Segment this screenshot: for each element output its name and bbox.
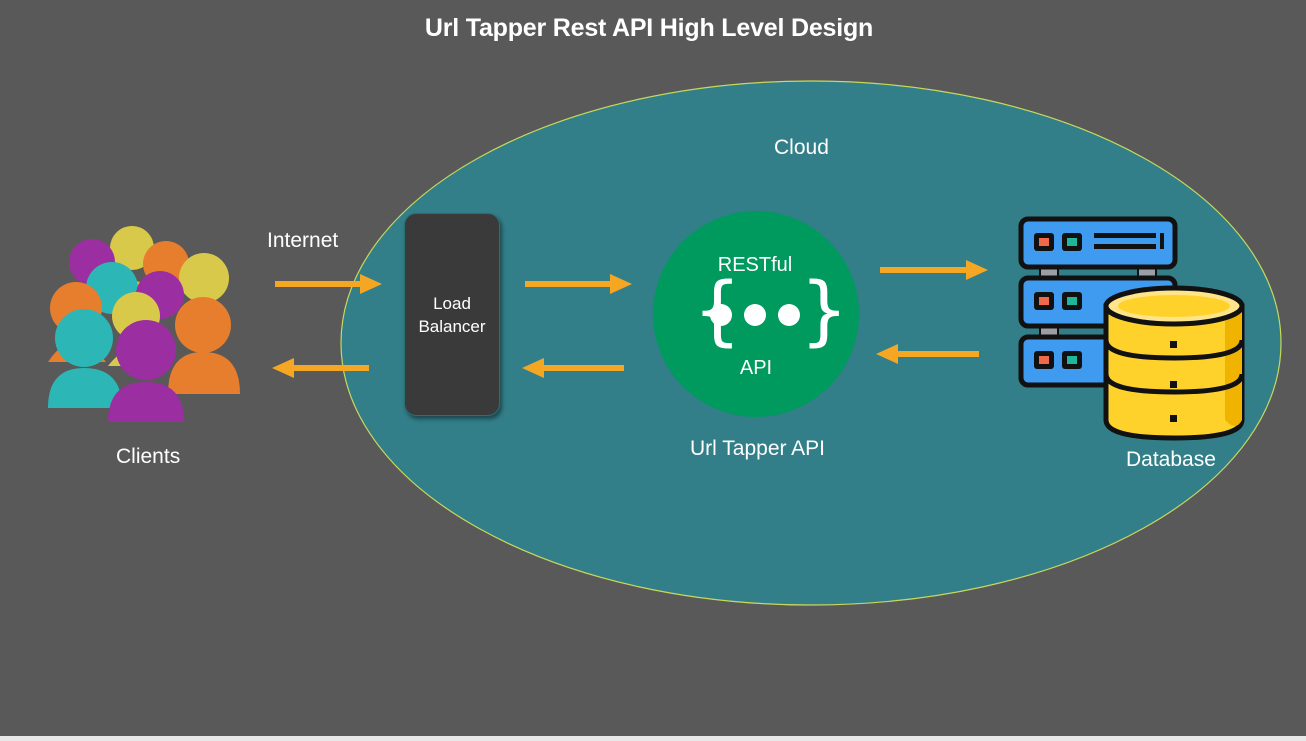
arrow-api-to-db bbox=[880, 260, 988, 280]
arrow-lb-to-clients bbox=[272, 358, 369, 378]
load-balancer-box: Load Balancer bbox=[404, 213, 500, 416]
cloud-label: Cloud bbox=[774, 136, 829, 159]
api-label: Url Tapper API bbox=[690, 437, 826, 460]
restful-api-icon: { } RESTful API bbox=[653, 211, 859, 417]
clients-label: Clients bbox=[116, 445, 181, 468]
page-title: Url Tapper Rest API High Level Design bbox=[424, 14, 874, 42]
api-badge-bottom-text: API bbox=[740, 357, 772, 379]
people-group-icon bbox=[48, 226, 240, 422]
svg-text:}: } bbox=[800, 265, 848, 354]
load-balancer-line2: Balancer bbox=[418, 316, 486, 336]
api-badge-top-text: RESTful bbox=[718, 254, 792, 276]
load-balancer-line1: Load bbox=[433, 293, 471, 313]
database-label: Database bbox=[1126, 448, 1216, 471]
arrow-clients-to-lb bbox=[275, 274, 382, 294]
arrow-db-to-api bbox=[876, 344, 979, 364]
internet-label: Internet bbox=[267, 229, 339, 252]
bottom-strip bbox=[0, 736, 1306, 741]
arrow-lb-to-api bbox=[525, 274, 632, 294]
database-server-icon bbox=[1018, 216, 1245, 441]
arrow-api-to-lb bbox=[522, 358, 624, 378]
